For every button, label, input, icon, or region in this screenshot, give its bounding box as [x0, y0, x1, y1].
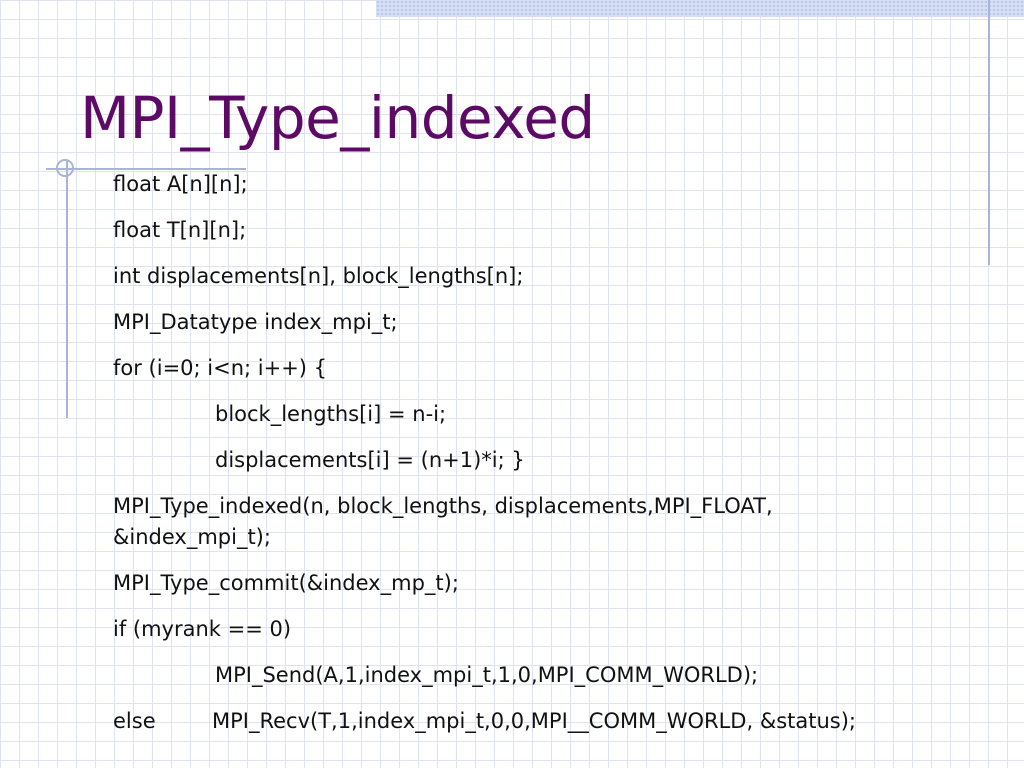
code-line: float A[n][n];	[113, 172, 248, 196]
code-line: MPI_Send(A,1,index_mpi_t,1,0,MPI_COMM_WO…	[215, 663, 759, 687]
code-line: MPI_Datatype index_mpi_t;	[113, 310, 398, 334]
code-line: MPI_Recv(T,1,index_mpi_t,0,0,MPI__COMM_W…	[212, 709, 856, 733]
code-line: MPI_Type_commit(&index_mp_t);	[113, 571, 459, 595]
decorative-top-band	[376, 0, 1024, 17]
code-line: displacements[i] = (n+1)*i; }	[215, 448, 525, 472]
code-line: for (i=0; i<n; i++) {	[113, 356, 328, 380]
code-line: block_lengths[i] = n-i;	[215, 402, 447, 426]
code-line: int displacements[n], block_lengths[n];	[113, 264, 524, 288]
decorative-vertical-line-left	[66, 160, 68, 418]
decorative-vertical-line-right	[988, 0, 990, 265]
code-line: if (myrank == 0)	[113, 617, 292, 641]
decorative-horizontal-line	[46, 168, 246, 170]
code-line: MPI_Type_indexed(n, block_lengths, displ…	[113, 494, 773, 518]
decorative-circle-icon	[56, 159, 74, 177]
code-line: float T[n][n];	[113, 218, 247, 242]
code-line: &index_mpi_t);	[113, 525, 271, 549]
slide-title: MPI_Type_indexed	[80, 84, 595, 152]
code-line: else	[113, 709, 156, 733]
